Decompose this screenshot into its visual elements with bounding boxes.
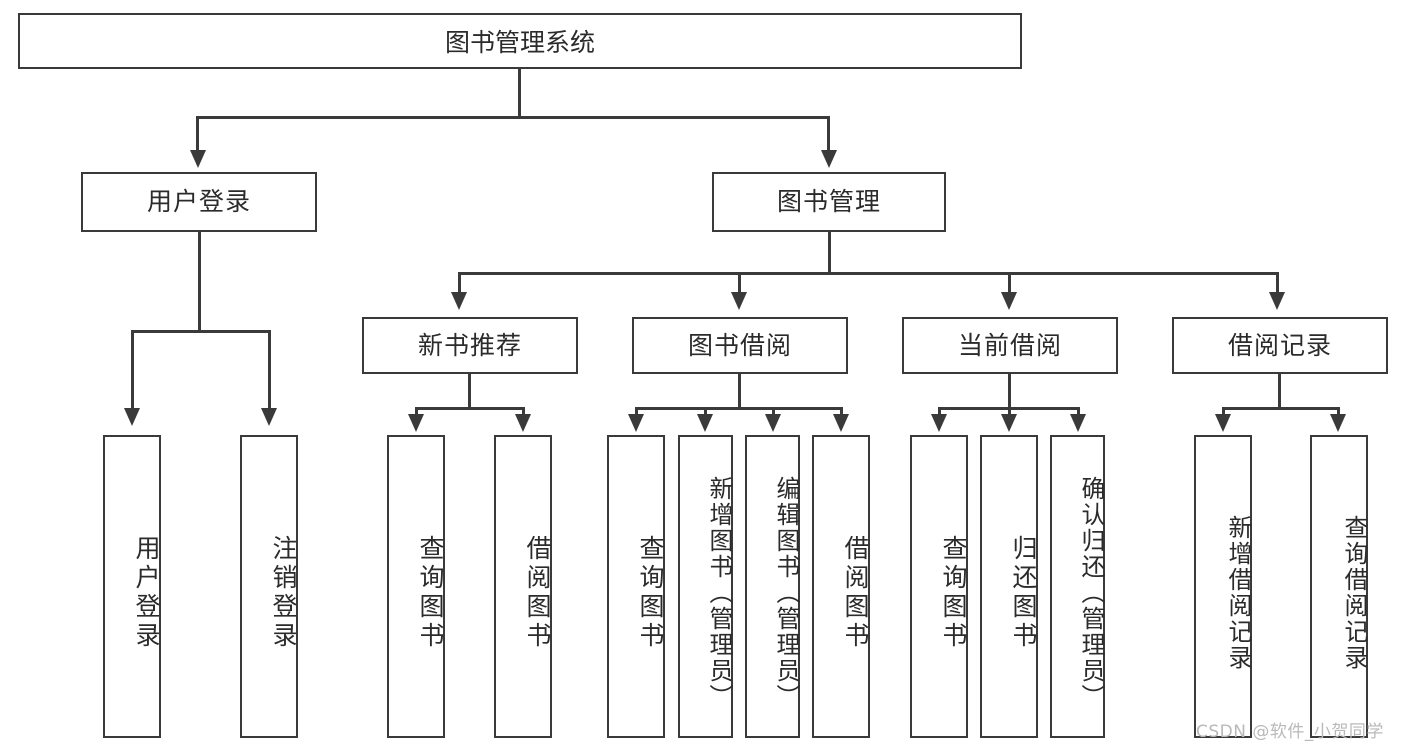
edge-root-to-book-mgmt — [827, 116, 830, 152]
node-label: 借阅记录 — [1227, 330, 1332, 360]
leaf-borrow-record-1[interactable]: 查询借阅记录 — [1310, 435, 1368, 738]
edge-root-distributor — [196, 116, 830, 119]
node-new-book-recommend[interactable]: 新书推荐 — [362, 317, 578, 374]
leaf-current-borrow-2[interactable]: 确认归还（管理员） — [1050, 435, 1105, 738]
leaf-label: 查询图书 — [939, 534, 968, 651]
arrow-book-borrow-to-leaf-1 — [697, 414, 713, 432]
arrow-book-mgmt-to-l3-2 — [1001, 292, 1017, 310]
node-label: 新书推荐 — [417, 330, 522, 360]
leaf-label: 借阅图书 — [523, 534, 552, 651]
arrow-book-mgmt-to-l3-1 — [731, 292, 747, 310]
edge-new-book-stem — [468, 374, 471, 410]
arrow-book-borrow-to-leaf-3 — [833, 414, 849, 432]
leaf-book-borrow-1[interactable]: 新增图书（管理员） — [678, 435, 733, 738]
leaf-user-login-1[interactable]: 注销登录 — [240, 435, 298, 738]
leaf-new-book-recommend-0[interactable]: 查询图书 — [387, 435, 445, 738]
edge-user-login-to-leaf-1 — [268, 330, 271, 410]
arrow-current-borrow-to-leaf-2 — [1070, 414, 1086, 432]
edge-current-borrow-stem — [1008, 374, 1011, 410]
edge-user-login-stem — [198, 232, 201, 332]
leaf-current-borrow-1[interactable]: 归还图书 — [980, 435, 1038, 738]
leaf-borrow-record-0[interactable]: 新增借阅记录 — [1194, 435, 1252, 738]
leaf-label: 借阅图书 — [841, 534, 870, 651]
edge-book-mgmt-stem — [828, 232, 831, 274]
arrow-new-book-to-leaf-0 — [408, 414, 424, 432]
edge-current-borrow-to-leaf-2 — [1077, 407, 1080, 417]
edge-new-book-to-leaf-1 — [522, 407, 525, 417]
edge-book-mgmt-to-l3-0 — [458, 272, 461, 294]
leaf-book-borrow-2[interactable]: 编辑图书（管理员） — [745, 435, 800, 738]
leaf-label: 新增借阅记录 — [1224, 514, 1252, 671]
edge-current-borrow-to-leaf-0 — [938, 407, 941, 417]
arrow-root-to-book-mgmt — [821, 150, 837, 168]
csdn-watermark: CSDN @软件_小贺同学 — [1196, 722, 1384, 742]
edge-new-book-to-leaf-0 — [415, 407, 418, 417]
leaf-current-borrow-0[interactable]: 查询图书 — [910, 435, 968, 738]
arrow-book-borrow-to-leaf-0 — [628, 414, 644, 432]
edge-book-borrow-to-leaf-1 — [704, 407, 707, 417]
edge-user-login-to-leaf-0 — [131, 330, 134, 410]
node-label: 图书管理系统 — [444, 28, 595, 57]
leaf-user-login-0[interactable]: 用户登录 — [103, 435, 161, 738]
node-label: 图书借阅 — [687, 330, 792, 360]
leaf-book-borrow-0[interactable]: 查询图书 — [607, 435, 665, 738]
edge-root-to-user-login — [196, 116, 199, 152]
edge-book-borrow-to-leaf-2 — [772, 407, 775, 417]
arrow-book-mgmt-to-l3-3 — [1269, 292, 1285, 310]
edge-root-stem — [518, 69, 521, 118]
arrow-borrow-record-to-leaf-1 — [1330, 414, 1346, 432]
edge-borrow-record-stem — [1278, 374, 1281, 410]
leaf-label: 查询图书 — [416, 534, 445, 651]
edge-book-mgmt-to-l3-2 — [1008, 272, 1011, 294]
arrow-root-to-user-login — [190, 150, 206, 168]
arrow-book-borrow-to-leaf-2 — [765, 414, 781, 432]
leaf-label: 确认归还（管理员） — [1077, 475, 1105, 710]
leaf-book-borrow-3[interactable]: 借阅图书 — [812, 435, 870, 738]
node-current-borrow[interactable]: 当前借阅 — [902, 317, 1118, 374]
edge-book-mgmt-distributor — [458, 272, 1278, 275]
edge-new-book-distributor — [415, 407, 525, 410]
leaf-new-book-recommend-1[interactable]: 借阅图书 — [494, 435, 552, 738]
node-borrow-record[interactable]: 借阅记录 — [1172, 317, 1388, 374]
edge-user-login-distributor — [131, 330, 271, 333]
leaf-label: 用户登录 — [132, 534, 161, 651]
edge-current-borrow-to-leaf-1 — [1008, 407, 1011, 417]
arrow-borrow-record-to-leaf-0 — [1215, 414, 1231, 432]
edge-borrow-record-to-leaf-1 — [1337, 407, 1340, 417]
edge-book-borrow-stem — [738, 374, 741, 410]
edge-book-mgmt-to-l3-1 — [738, 272, 741, 294]
leaf-label: 归还图书 — [1009, 534, 1038, 651]
node-user-login[interactable]: 用户登录 — [81, 172, 317, 232]
edge-book-mgmt-to-l3-3 — [1276, 272, 1279, 294]
node-book-management[interactable]: 图书管理 — [712, 172, 946, 232]
arrow-current-borrow-to-leaf-0 — [931, 414, 947, 432]
edge-book-borrow-distributor — [635, 407, 843, 410]
edge-book-borrow-to-leaf-0 — [635, 407, 638, 417]
edge-book-borrow-to-leaf-3 — [840, 407, 843, 417]
arrow-new-book-to-leaf-1 — [515, 414, 531, 432]
arrow-user-login-to-leaf-1 — [261, 408, 277, 426]
arrow-book-mgmt-to-l3-0 — [451, 292, 467, 310]
node-book-borrow[interactable]: 图书借阅 — [632, 317, 848, 374]
leaf-label: 编辑图书（管理员） — [772, 475, 800, 710]
node-label: 图书管理 — [776, 187, 881, 217]
node-label: 当前借阅 — [957, 330, 1062, 360]
edge-borrow-record-distributor — [1222, 407, 1340, 410]
leaf-label: 新增图书（管理员） — [705, 475, 733, 710]
node-root-system[interactable]: 图书管理系统 — [18, 13, 1022, 69]
leaf-label: 注销登录 — [269, 534, 298, 651]
arrow-current-borrow-to-leaf-1 — [1001, 414, 1017, 432]
arrow-user-login-to-leaf-0 — [124, 408, 140, 426]
edge-borrow-record-to-leaf-0 — [1222, 407, 1225, 417]
leaf-label: 查询图书 — [636, 534, 665, 651]
leaf-label: 查询借阅记录 — [1340, 514, 1368, 671]
node-label: 用户登录 — [146, 187, 251, 217]
